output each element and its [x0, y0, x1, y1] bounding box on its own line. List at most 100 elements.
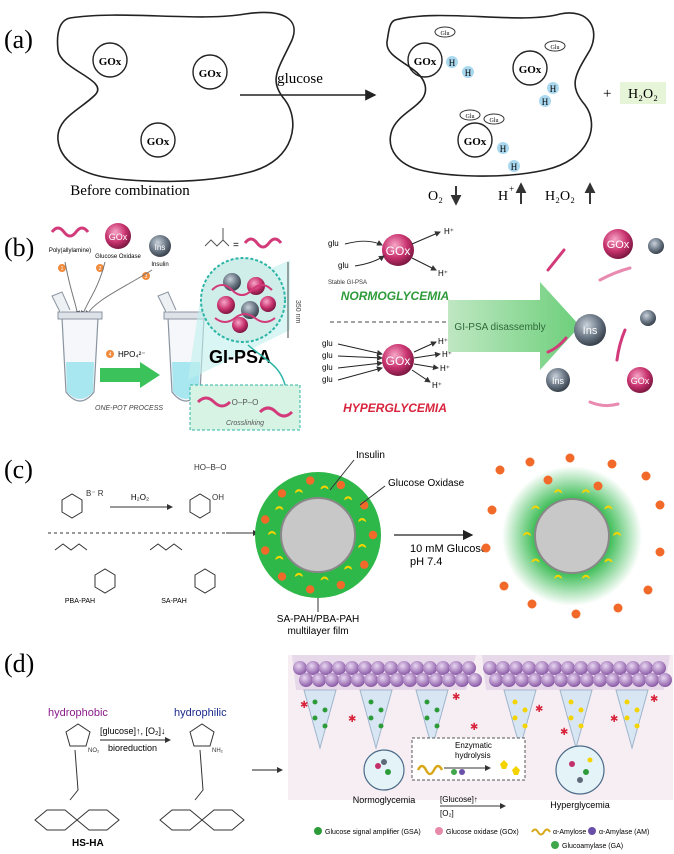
reaction-condition: [glucose]↑, [O₂]↓: [100, 726, 166, 736]
microneedle-array: ✱✱✱✱✱✱✱✱: [300, 689, 658, 750]
insulin-dot: [277, 489, 287, 498]
phenol-ring: [189, 493, 211, 519]
one-pot-label: ONE-POT PROCESS: [95, 405, 163, 412]
hpo4-label: HPO₄²⁻: [118, 350, 146, 359]
h-plus-arrow: [413, 351, 441, 359]
star-marker: ✱: [300, 700, 308, 711]
released-insulin-dot: [613, 603, 623, 613]
vesicle: [390, 673, 404, 687]
needle-payload: [568, 715, 574, 721]
vesicle: [325, 673, 339, 687]
glu-label: glu: [322, 351, 333, 360]
enzyme-dot: [451, 769, 457, 775]
gox-sphere-label: GOx: [109, 232, 128, 242]
polymer-backbone: [149, 543, 183, 551]
vesicle: [561, 661, 575, 675]
h-plus-ion: [539, 95, 551, 107]
legend-item: Glucoamylase (GA): [562, 843, 623, 850]
gox-circle: [512, 50, 548, 86]
vesicle: [509, 661, 523, 675]
gox-sphere: [105, 223, 131, 249]
legend-item: α-Amylose: [553, 829, 586, 836]
vesicle: [293, 661, 307, 675]
vesicle: [541, 673, 555, 687]
needle-payload: [624, 715, 630, 721]
vesicle: [645, 673, 659, 687]
polyallylamine-label: Poly(allylamine): [49, 248, 91, 254]
glu-arrow: [337, 366, 383, 381]
step-number: 2: [99, 266, 102, 272]
glu-label: glu: [338, 261, 349, 270]
released-insulin: [481, 453, 665, 619]
h-plus-arrow: [411, 369, 431, 383]
released-gox-label: GOx: [631, 376, 650, 386]
h2o2-label: H₂O₂: [131, 493, 149, 502]
enzyme-crescent: [531, 505, 540, 510]
released-insulin-dot: [571, 609, 581, 619]
vesicle: [652, 661, 666, 675]
h-plus-label: H⁺: [440, 364, 450, 373]
enzyme-crescent: [294, 572, 303, 577]
normoglycemia-label: Normoglycemia: [353, 795, 416, 805]
released-insulin-dot: [641, 471, 651, 481]
phosphate-structure: O–P–O: [232, 398, 259, 407]
glu-label: glu: [328, 239, 339, 248]
insulin-dot: [277, 572, 287, 581]
h-plus-label: H⁺: [442, 350, 452, 359]
stable-gipsa-label: Stable GI-PSA: [328, 280, 367, 286]
microneedle: [415, 689, 449, 750]
needle-payload: [578, 707, 584, 713]
released-insulin-dot: [655, 547, 665, 557]
pour-arrow: [85, 269, 153, 317]
vesicle: [483, 661, 497, 675]
step-number: 4: [109, 352, 112, 358]
core-particle-released: [534, 498, 610, 574]
h-plus-label: H: [500, 144, 507, 154]
needle-payload: [312, 715, 318, 721]
vesicle: [306, 661, 320, 675]
vesicle: [626, 661, 640, 675]
h-plus-arrow: [411, 257, 437, 271]
film-label-line2: multilayer film: [287, 626, 348, 637]
needle-payload: [322, 707, 328, 713]
vesicle: [371, 661, 385, 675]
step-number: 3: [145, 274, 148, 280]
released-insulin-dot: [481, 543, 491, 553]
released-ins: [648, 238, 664, 254]
glu-label: glu: [322, 363, 333, 372]
enzyme-crescent: [554, 574, 563, 579]
enzyme-crescent: [358, 543, 367, 548]
released-gox: [627, 367, 653, 393]
h-plus-ion: [446, 56, 458, 68]
vesicle-content: [577, 777, 583, 783]
no2-group: NO₂: [88, 748, 100, 754]
h-plus-label: H: [449, 58, 456, 68]
glu-molecule: [434, 26, 456, 38]
needle-payload: [424, 699, 430, 705]
panel-b-label: (b): [4, 233, 34, 262]
sa-pah-label: SA-PAH: [161, 598, 187, 605]
h-plus-label: H: [511, 162, 518, 172]
particle-gox: [217, 296, 235, 314]
enzyme-crescent: [294, 489, 303, 494]
released-insulin-dot: [527, 599, 537, 609]
o2-label: O₂: [428, 189, 443, 204]
inset-connector: [247, 344, 286, 386]
vesicle: [606, 673, 620, 687]
microneedle: [559, 689, 593, 750]
pba-ring: [94, 568, 116, 594]
glucose-pentagon: [512, 766, 520, 775]
polyallylamine-strand: [50, 226, 90, 238]
star-marker: ✱: [610, 714, 618, 725]
vesicle: [515, 673, 529, 687]
hyperglycemia-label: Hyperglycemia: [550, 800, 610, 810]
vesicle: [593, 673, 607, 687]
needle-payload: [634, 723, 640, 729]
released-insulin-dot: [593, 481, 603, 491]
vesicle: [403, 673, 417, 687]
vesicle: [312, 673, 326, 687]
vesicle: [338, 673, 352, 687]
h-plus-label: H⁺: [438, 337, 448, 346]
enzyme-crescent: [523, 532, 531, 536]
released-strand: [598, 266, 632, 282]
